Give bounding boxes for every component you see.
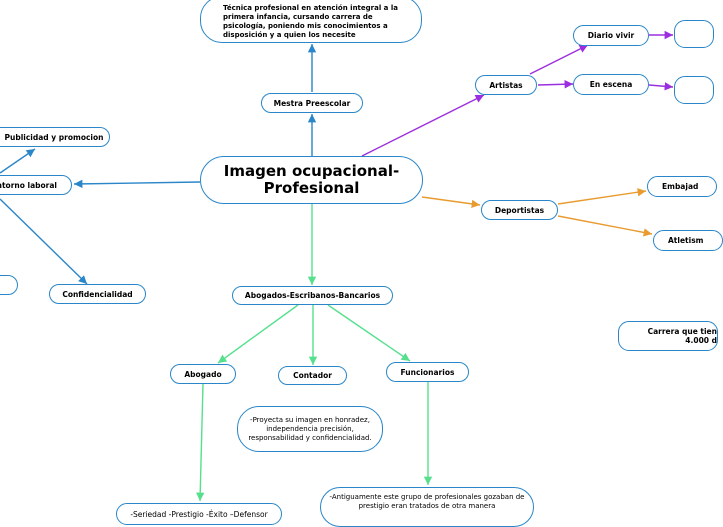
link-escena-next — [648, 82, 674, 91]
link-artistas-escena — [537, 80, 574, 89]
node-contador[interactable]: Contador — [278, 366, 347, 385]
link-center-artistas — [361, 94, 485, 157]
link-abogados-abogado — [217, 304, 299, 364]
node-tecnica[interactable]: Técnica profesional en atención integral… — [200, 0, 422, 43]
node-maestra-preescolar[interactable]: Mestra Preescolar — [261, 93, 363, 113]
mind-map-connectors — [0, 30, 674, 502]
link-abogados-funcionarios — [327, 304, 411, 362]
node-funcionarios[interactable]: Funcionarios — [386, 362, 469, 382]
node-seriedad-prestigio[interactable]: -Seriedad -Prestigio -Éxito –Defensor — [116, 503, 282, 525]
link-deportistas-embajada — [557, 188, 647, 205]
node-confidencialidad[interactable]: Confidencialidad — [49, 284, 146, 304]
node-publicidad-promocion[interactable]: Publicidad y promocion — [0, 127, 110, 147]
node-next-diario[interactable] — [674, 20, 714, 48]
link-center-entorno — [73, 179, 201, 189]
node-entorno-laboral[interactable]: ntorno laboral — [0, 175, 72, 195]
node-embajada[interactable]: Embajad — [647, 176, 717, 197]
node-artistas[interactable]: Artistas — [475, 75, 537, 95]
link-deportistas-atletismo — [557, 215, 653, 237]
node-en-escena[interactable]: En escena — [573, 74, 649, 95]
node-deportistas[interactable]: Deportistas — [481, 200, 558, 220]
node-left-stub[interactable] — [0, 275, 18, 295]
node-proyecta-imagen[interactable]: -Proyecta su imagen en honradez, indepen… — [237, 406, 383, 452]
node-diario-vivir[interactable]: Diario vivir — [573, 25, 649, 46]
link-center-deportistas — [421, 196, 481, 209]
node-antiguamente[interactable]: -Antiguamente este grupo de profesionale… — [320, 487, 534, 527]
link-artistas-diario — [529, 44, 589, 75]
link-abogado-seriedad — [196, 383, 205, 502]
node-abogados-escribanos-bancarios[interactable]: Abogados-Escribanos-Bancarios — [232, 286, 393, 305]
node-next-escena[interactable] — [674, 76, 714, 104]
link-entorno-confidencialidad — [0, 198, 88, 285]
node-abogado[interactable]: Abogado — [170, 364, 236, 384]
link-entorno-publicidad — [0, 148, 36, 174]
node-carrera[interactable]: Carrera que tien 4.000 d — [618, 321, 718, 351]
node-central-topic[interactable]: Imagen ocupacional- Profesional — [200, 156, 423, 204]
node-atletismo[interactable]: Atletism — [653, 230, 723, 251]
